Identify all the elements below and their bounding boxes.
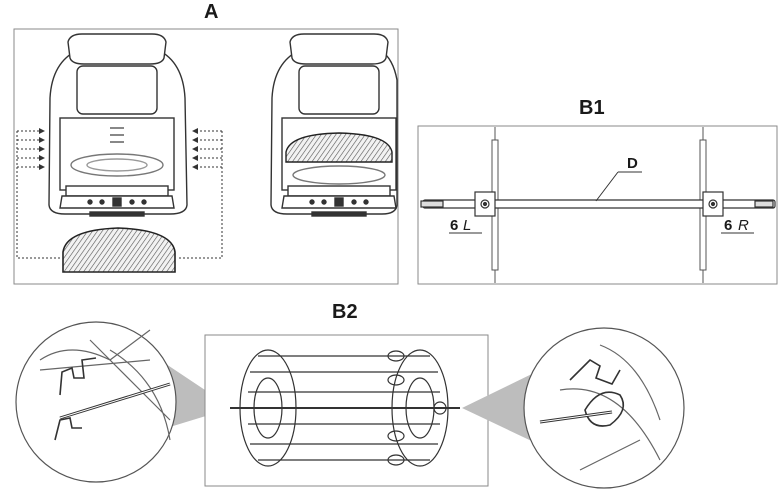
insert-arrows-left: [16, 128, 60, 259]
panel-a-title: A: [204, 1, 219, 23]
panel-b2-title: B2: [332, 301, 358, 323]
rod-callout: [449, 171, 754, 234]
right-fork-number: 6: [724, 217, 732, 234]
rotisserie-basket: [230, 349, 460, 467]
drip-tray-loose: [62, 227, 176, 273]
panel-b1-title: B1: [579, 97, 605, 119]
rotisserie-rod: [420, 191, 776, 217]
air-fryer-right: [270, 33, 398, 217]
panel-b1-frame: [417, 125, 778, 285]
panel-a-frame: [13, 28, 399, 285]
air-fryer-left: [48, 33, 188, 217]
left-fork-number: 6: [450, 217, 458, 234]
left-fork-side: L: [463, 217, 471, 234]
insert-arrows-right: [178, 128, 223, 259]
zoom-detail-right: [462, 327, 685, 489]
right-fork-side: R: [738, 217, 749, 234]
zoom-detail-left: [15, 321, 232, 483]
rod-label: D: [627, 155, 638, 172]
